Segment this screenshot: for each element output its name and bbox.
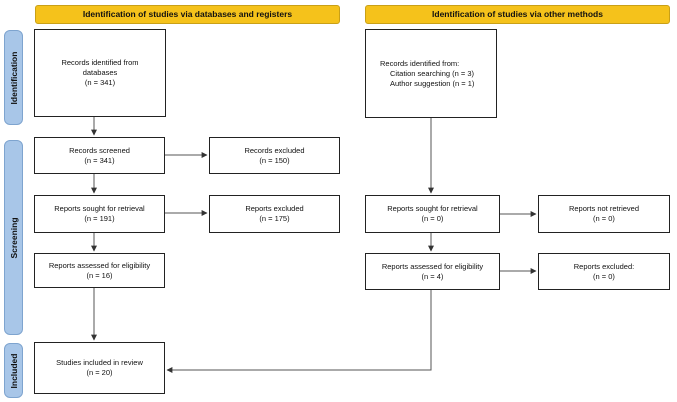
header-databases: Identification of studies via databases … xyxy=(35,5,340,24)
records-identified-line1: Records identified from xyxy=(61,58,139,67)
header-other-methods: Identification of studies via other meth… xyxy=(365,5,670,24)
studies-included-box: Studies included in review (n = 20) xyxy=(34,342,165,394)
other-reports-excluded-label: Reports excluded: xyxy=(573,261,635,271)
phase-identification: Identification xyxy=(4,30,23,125)
reports-assessed-label: Reports assessed for eligibility xyxy=(48,260,151,270)
reports-not-retrieved-box: Reports not retrieved (n = 0) xyxy=(538,195,670,233)
other-reports-sought-label: Reports sought for retrieval xyxy=(387,204,478,213)
reports-assessed-count: (n = 16) xyxy=(86,270,113,280)
reports-not-retrieved-label: Reports not retrieved xyxy=(568,204,640,213)
records-identified-other-box: Records identified from: Citation search… xyxy=(365,29,497,118)
author-suggestion-line: Author suggestion (n = 1) xyxy=(390,78,475,88)
records-screened-box: Records screened (n = 341) xyxy=(34,137,165,174)
reports-assessed-box: Reports assessed for eligibility (n = 16… xyxy=(34,253,165,288)
records-excluded-box: Records excluded (n = 150) xyxy=(209,137,340,174)
other-reports-excluded-count: (n = 0) xyxy=(593,271,615,281)
other-reports-sought-count: (n = 0) xyxy=(421,214,444,223)
records-screened-count: (n = 341) xyxy=(84,155,115,165)
other-reports-assessed-box: Reports assessed for eligibility (n = 4) xyxy=(365,253,500,290)
reports-excluded-label: Reports excluded xyxy=(245,204,304,213)
reports-not-retrieved-count: (n = 0) xyxy=(593,214,615,223)
arrow-other-assessed-to-included xyxy=(166,290,432,373)
studies-included-count: (n = 20) xyxy=(86,368,113,377)
other-reports-excluded-box: Reports excluded: (n = 0) xyxy=(538,253,670,290)
reports-excluded-box: Reports excluded (n = 175) xyxy=(209,195,340,233)
other-reports-sought-box: Reports sought for retrieval (n = 0) xyxy=(365,195,500,233)
reports-sought-count: (n = 191) xyxy=(84,214,115,223)
records-screened-label: Records screened xyxy=(69,145,130,155)
other-reports-assessed-label: Reports assessed for eligibility xyxy=(381,261,484,271)
other-identified-line1: Records identified from: xyxy=(380,58,460,68)
reports-sought-label: Reports sought for retrieval xyxy=(54,204,145,213)
records-identified-databases-box: Records identified from databases (n = 3… xyxy=(34,29,166,117)
citation-searching-line: Citation searching (n = 3) xyxy=(390,68,475,78)
other-reports-assessed-count: (n = 4) xyxy=(421,271,444,281)
records-excluded-count: (n = 150) xyxy=(259,155,290,165)
phase-screening: Screening xyxy=(4,140,23,335)
records-excluded-label: Records excluded xyxy=(244,145,305,155)
records-identified-line2: databases xyxy=(82,68,118,77)
phase-included: Included xyxy=(4,343,23,398)
studies-included-label: Studies included in review xyxy=(56,358,143,367)
reports-sought-box: Reports sought for retrieval (n = 191) xyxy=(34,195,165,233)
records-identified-count: (n = 341) xyxy=(84,78,116,87)
reports-excluded-count: (n = 175) xyxy=(259,214,290,223)
